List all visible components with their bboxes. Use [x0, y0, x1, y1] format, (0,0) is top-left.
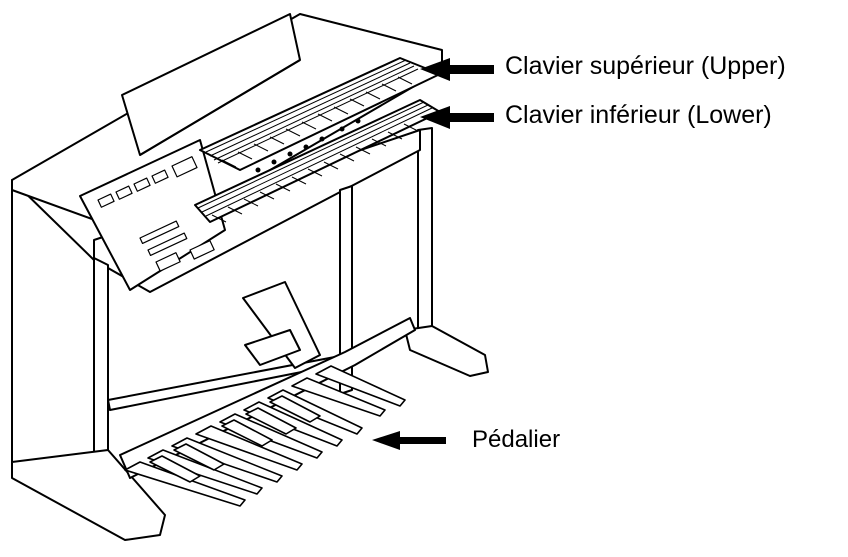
right-foot — [404, 325, 489, 377]
manual-tabs — [255, 118, 361, 173]
cabinet-side-panel — [11, 179, 95, 471]
control-panel — [79, 139, 226, 291]
pedal-sharps — [149, 395, 321, 483]
left-front-leg — [93, 257, 109, 471]
right-front-leg-inner — [339, 185, 353, 395]
left-arrow-icon-pedal — [372, 431, 446, 450]
upper-manual-keys — [205, 59, 419, 168]
lower-manual-keys — [197, 101, 433, 223]
left-arrow-icon-upper — [420, 58, 494, 81]
panel-buttons — [97, 156, 215, 272]
label-upper-manual: Clavier supérieur (Upper) — [505, 52, 786, 80]
label-lower-manual: Clavier inférieur (Lower) — [505, 101, 772, 129]
label-pedalboard: Pédalier — [472, 426, 561, 453]
right-back-leg — [417, 127, 433, 333]
electronic-organ-illustration — [11, 13, 489, 541]
left-arrow-icon-lower — [420, 106, 494, 129]
